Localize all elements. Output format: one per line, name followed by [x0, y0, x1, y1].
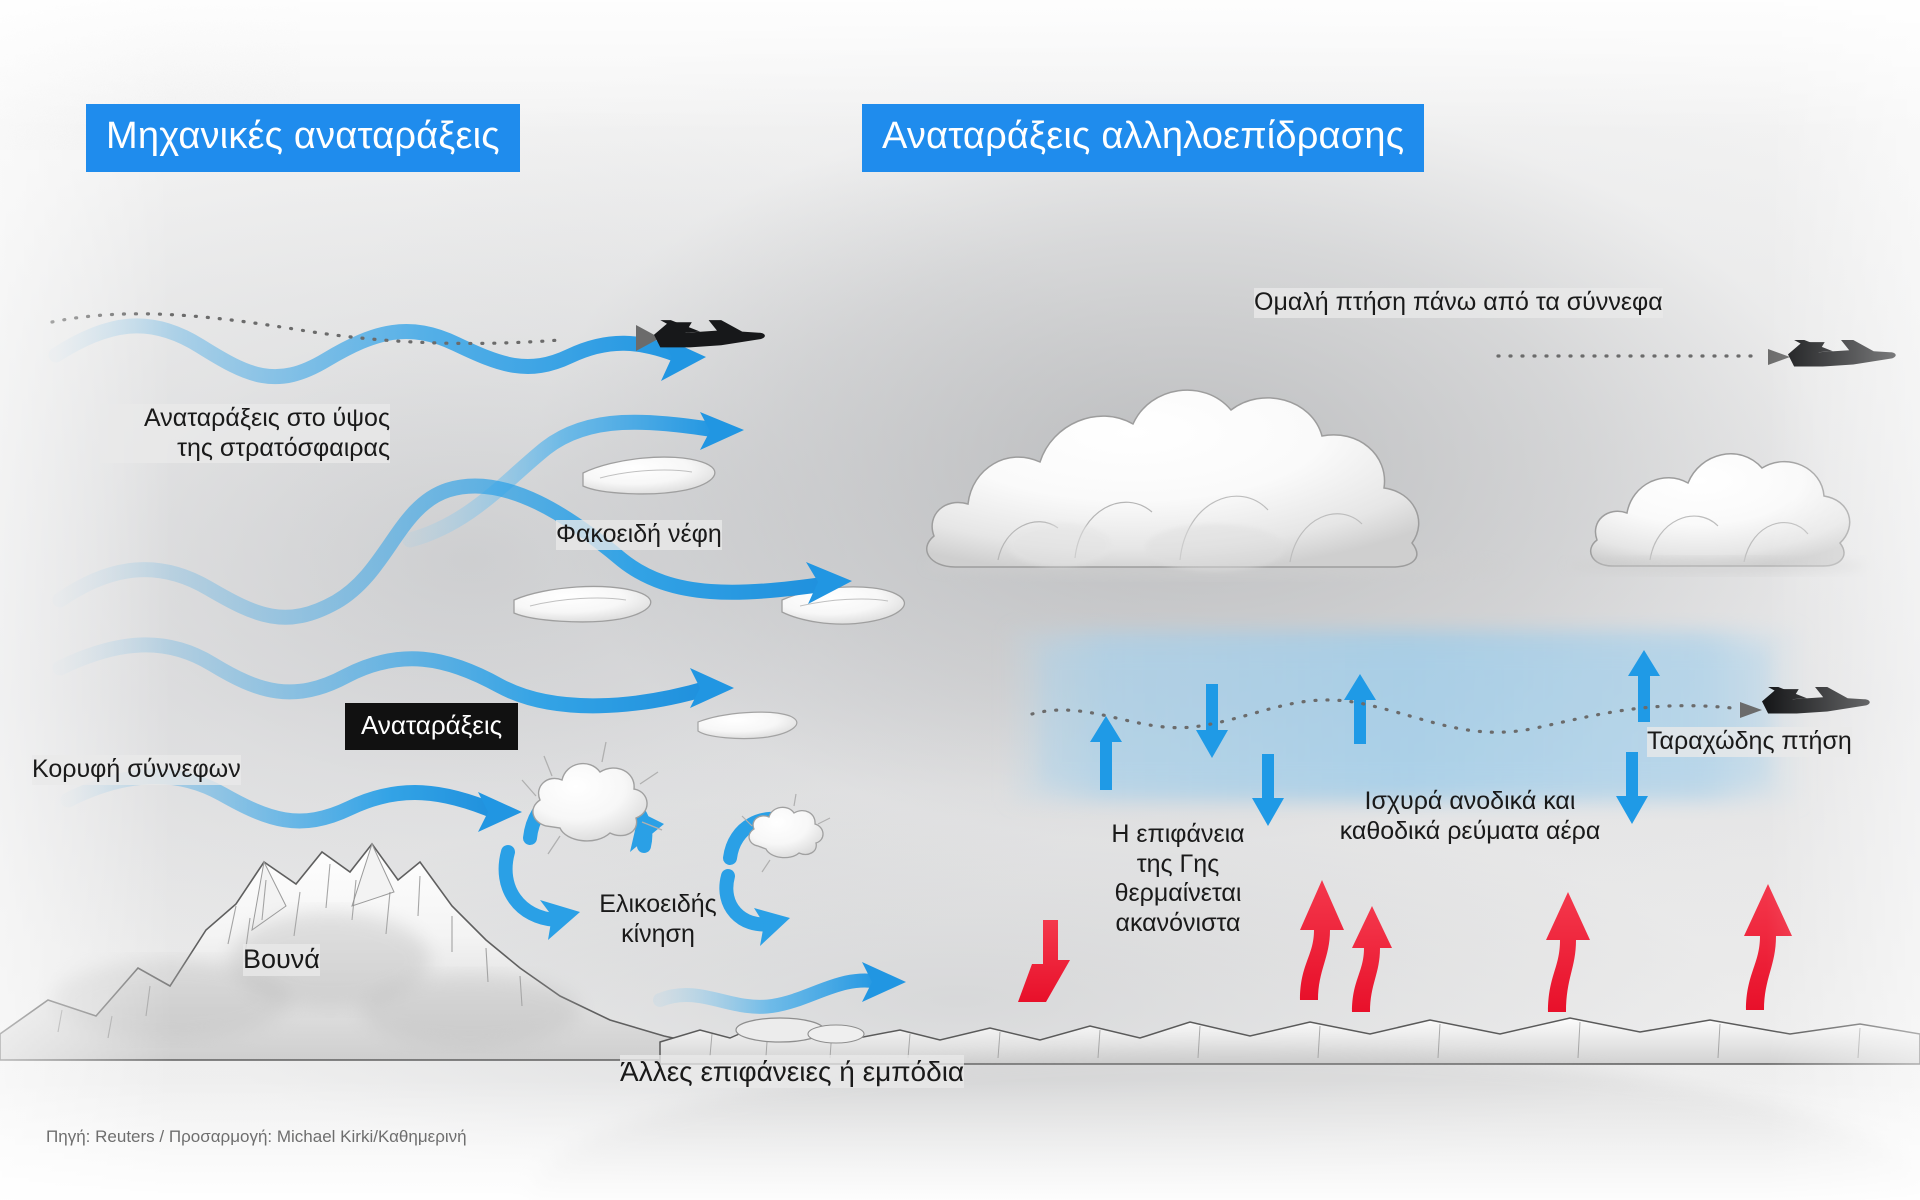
label-bumpy-flight: Ταραχώδης πτήση: [1647, 727, 1852, 757]
label-updrafts-downdrafts: Ισχυρά ανοδικά και καθοδικά ρεύματα αέρα: [1339, 787, 1601, 845]
airplane-smooth: [1788, 340, 1896, 367]
section-title-mechanical-turbulence: Μηχανικές αναταράξεις: [86, 104, 520, 172]
label-other-surfaces-obstacles: Άλλες επιφάνειες ή εμπόδια: [620, 1055, 965, 1089]
label-cloud-top: Κορυφή σύννεφων: [32, 755, 241, 785]
label-lenticular-clouds: Φακοειδή νέφη: [556, 520, 722, 550]
label-surface-heating: Η επιφάνεια της Γης θερμαίνεται ακανόνισ…: [1111, 820, 1245, 937]
label-high-altitude-turbulence: Αναταράξεις στο ύψος της στρατόσφαιρας: [100, 404, 390, 463]
label-rotor-motion: Ελικοειδής κίνηση: [599, 890, 717, 948]
section-title-interaction-turbulence: Αναταράξεις αλληλοεπίδρασης: [862, 104, 1425, 172]
turbulence-puff-clouds: [521, 741, 831, 873]
label-smooth-flight: Ομαλή πτήση πάνω από τα σύννεφα: [1254, 288, 1663, 318]
turbulent-air-band: [1010, 630, 1800, 802]
mountain-range: [0, 842, 701, 1061]
cumulus-cloud-bank: [925, 389, 1866, 579]
source-credit: Πηγή: Reuters / Προσαρμογή: Michael Kirk…: [46, 1127, 467, 1146]
label-mountains: Βουνά: [243, 944, 320, 976]
label-turbulence-chip: Αναταράξεις: [345, 703, 519, 750]
airplane-left: [654, 320, 765, 348]
surface-obstacles-ridge: [530, 1017, 1920, 1200]
airplane-turbulent: [1762, 687, 1870, 714]
